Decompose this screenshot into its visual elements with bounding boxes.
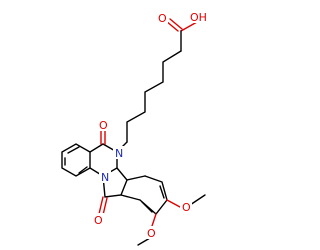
bond-benzene-ring [61, 143, 91, 177]
molecule-diagram: OH O O O N N O O [61, 11, 207, 246]
bond-benzene-double-1 [67, 146, 80, 154]
ketone1-o-label: O [99, 119, 108, 132]
methoxy2-o-label: O [147, 227, 156, 240]
molecule-structure: OH O O O N N O O [61, 11, 207, 246]
acid-oh-label: OH [190, 11, 207, 24]
ketone2-o-label: O [94, 214, 103, 227]
bond-ome1-o [166, 199, 181, 208]
bond-c-oh [180, 21, 198, 32]
bond-ome2-o [151, 213, 157, 227]
bond-ring-double-1 [159, 185, 165, 199]
bond-alkyl-chain [126, 50, 182, 143]
bond-benzene-double-3 [78, 166, 88, 174]
n2-label: N [101, 171, 109, 184]
methoxy1-o-label: O [182, 201, 191, 214]
bond-ring-fusion-b [120, 194, 141, 201]
bond-ketone2-a [98, 196, 104, 215]
bond-ring-double-2 [141, 201, 153, 213]
n1-label: N [115, 147, 123, 160]
bond-ketone2-b [102, 197, 108, 216]
bond-ome2-ch3 [137, 237, 151, 246]
bond-c-o-double-b [169, 18, 183, 30]
bond-ring-fusion-a [126, 175, 146, 181]
acid-o-label: O [158, 12, 167, 25]
bond-ome1-ch3 [189, 194, 206, 206]
